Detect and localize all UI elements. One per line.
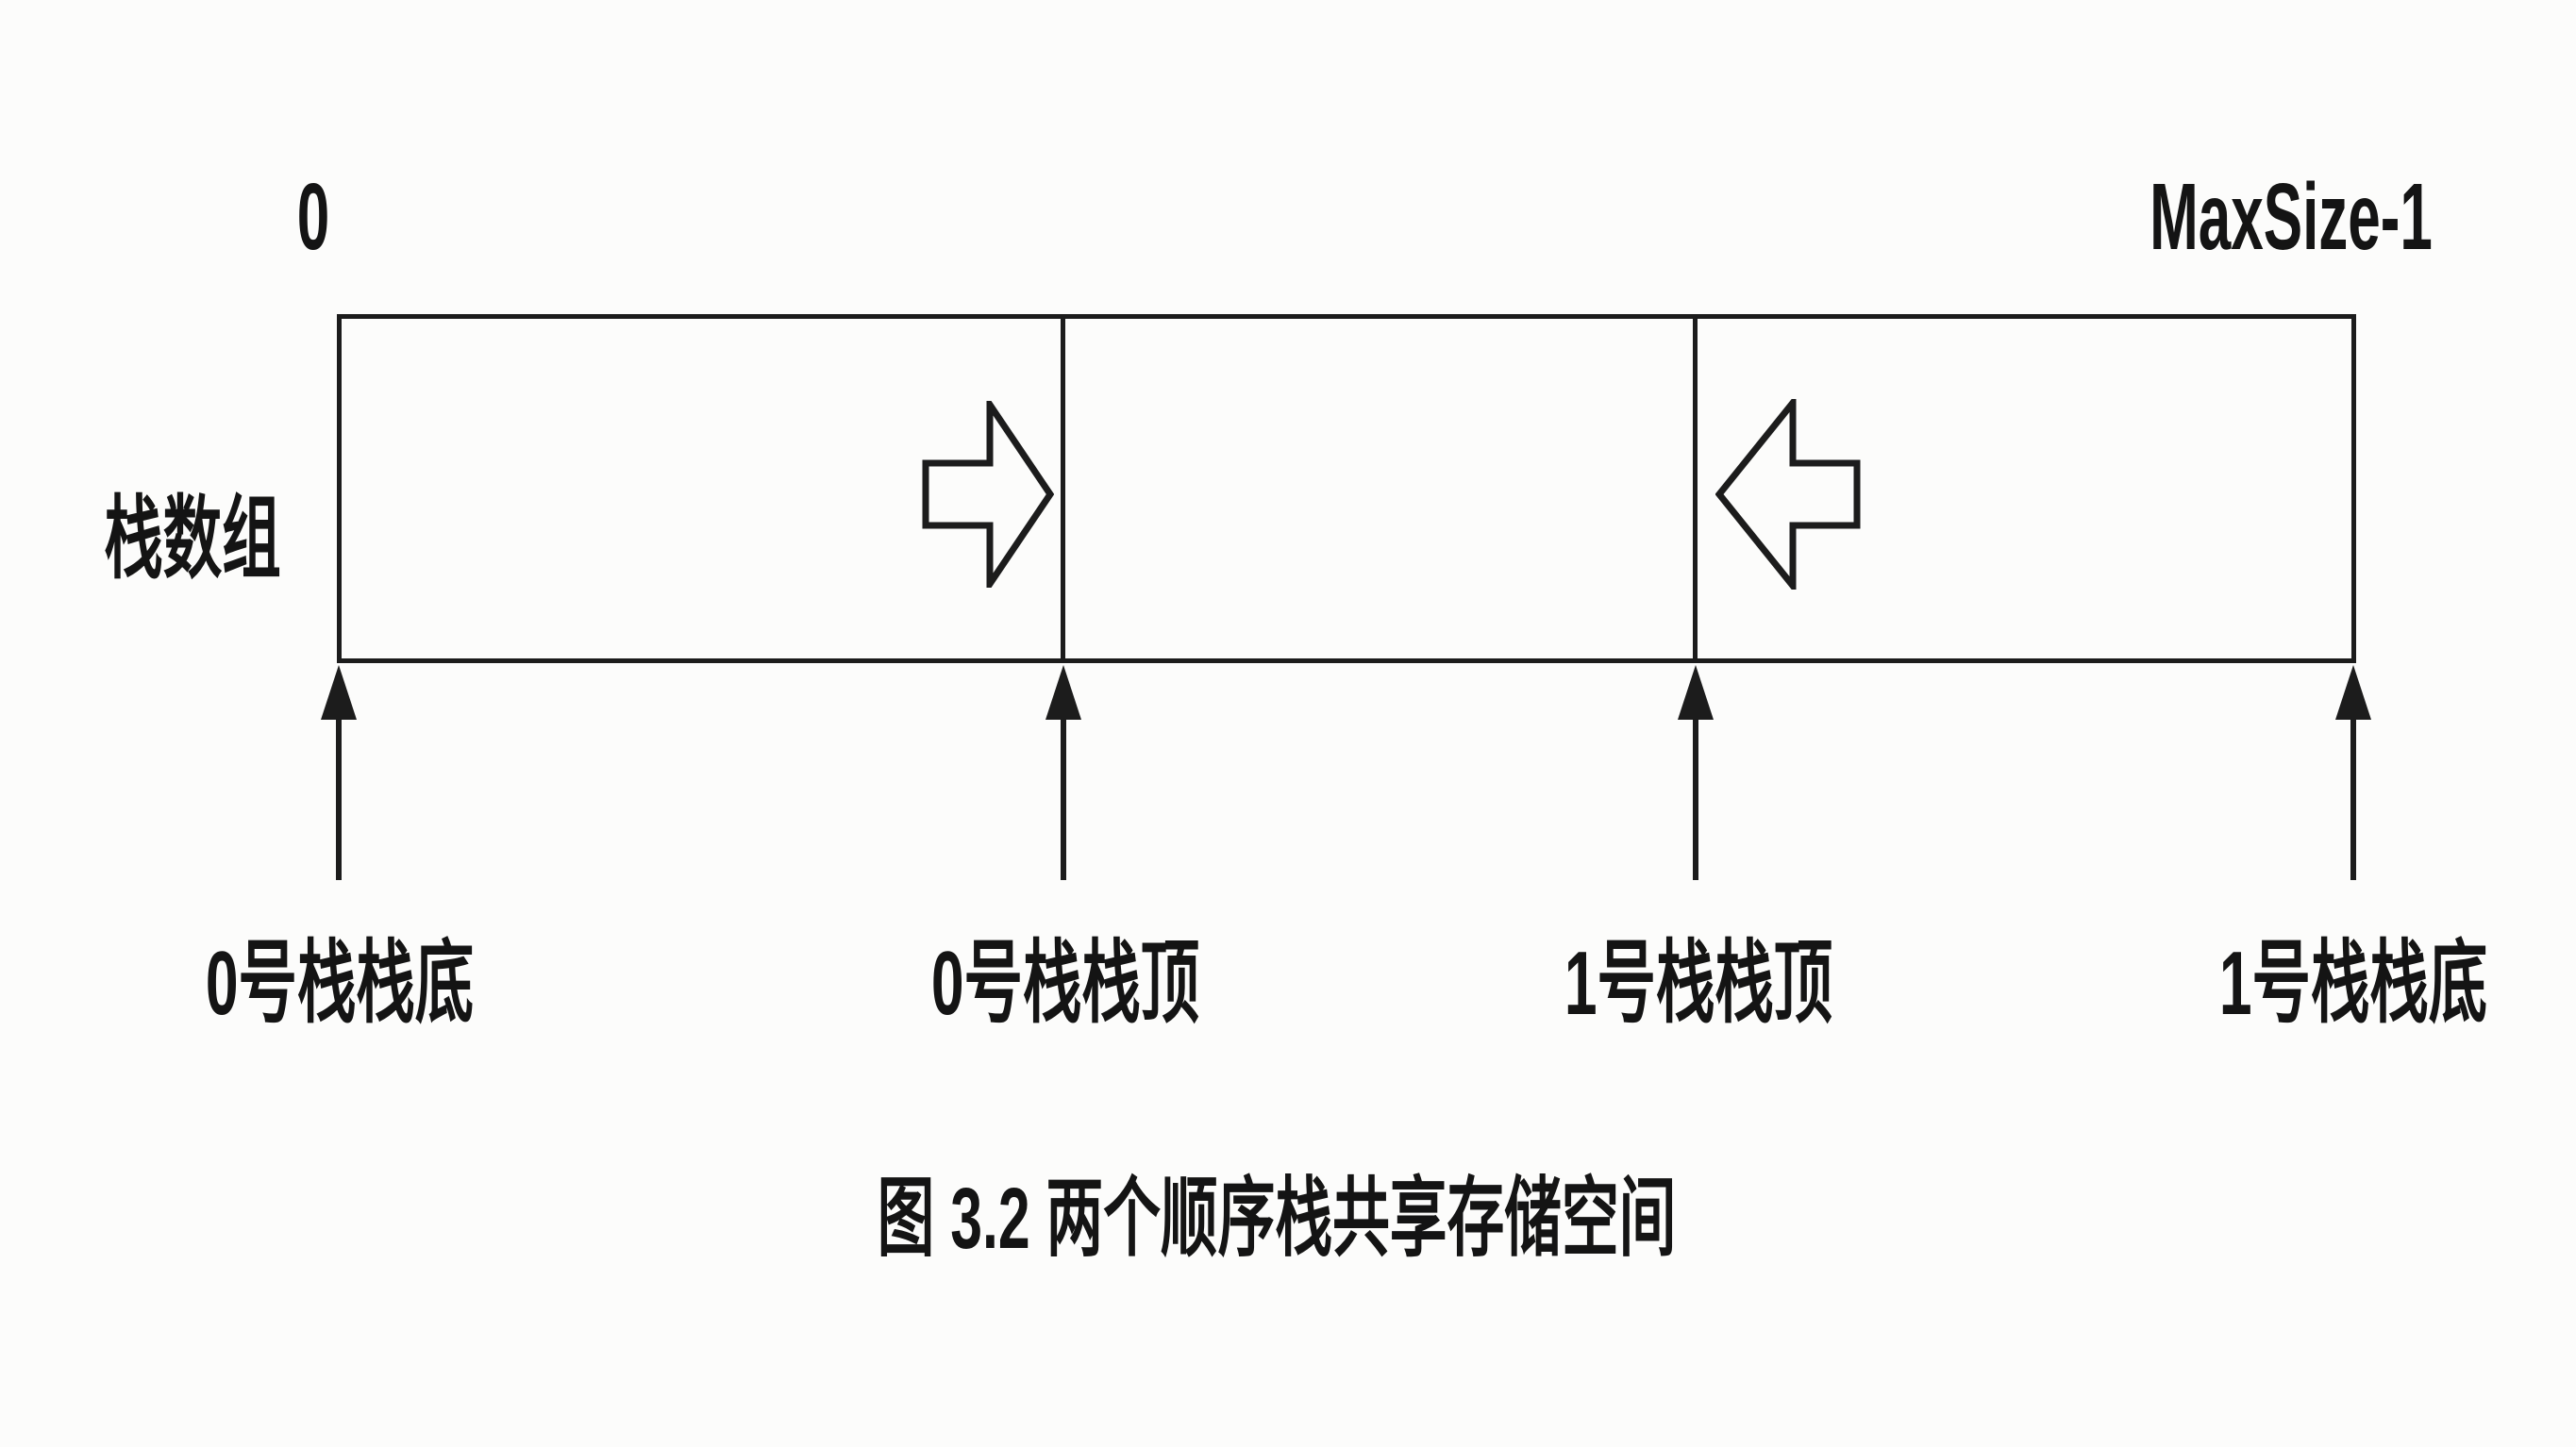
stack1-bottom-label: 1号栈栈底 <box>2218 933 2488 1034</box>
stack0-top-label: 0号栈栈顶 <box>930 933 1200 1034</box>
figure-caption: 图 3.2 两个顺序栈共享存储空间 <box>877 1171 1677 1267</box>
grow-right-arrow-icon <box>922 401 1054 588</box>
index-end-label: MaxSize-1 <box>2149 164 2433 270</box>
stack1-top-up-arrow-icon <box>1678 665 1714 880</box>
stack1-top-label: 1号栈栈顶 <box>1564 933 1833 1034</box>
stack0-top-up-arrow-icon <box>1045 665 1081 880</box>
stack0-bottom-label: 0号栈栈底 <box>205 933 475 1034</box>
stack0-bottom-up-arrow-icon <box>321 665 357 880</box>
stack1-bottom-up-arrow-icon <box>2335 665 2371 880</box>
stack1-top-divider <box>1693 314 1698 663</box>
stack-array-box <box>337 314 2356 663</box>
stack0-top-divider <box>1061 314 1065 663</box>
grow-left-arrow-icon <box>1715 399 1861 590</box>
index-start-label: 0 <box>296 164 330 270</box>
array-label: 栈数组 <box>104 489 281 590</box>
